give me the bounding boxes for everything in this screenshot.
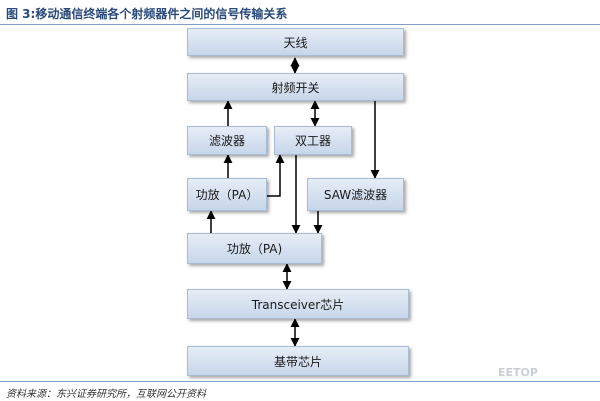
- node-saw-filter: SAW滤波器: [307, 178, 404, 211]
- node-transceiver: Transceiver芯片: [187, 289, 409, 319]
- node-pa-lower: 功放（PA): [187, 233, 322, 264]
- node-pa-upper: 功放（PA）: [187, 178, 267, 211]
- title-divider: [0, 24, 600, 25]
- footer-divider: [0, 381, 600, 382]
- node-filter: 滤波器: [187, 126, 267, 155]
- node-duplexer: 双工器: [274, 126, 352, 155]
- node-antenna: 天线: [187, 28, 404, 56]
- edge-pa-duplexer: [267, 154, 285, 197]
- node-rf-switch: 射频开关: [187, 73, 404, 101]
- watermark: EETOP: [498, 366, 538, 379]
- figure-title: 图 3:移动通信终端各个射频器件之间的信号传输关系: [6, 7, 288, 21]
- source-note: 资料来源：东兴证券研究所，互联网公开资料: [6, 389, 206, 400]
- node-baseband: 基带芯片: [187, 346, 409, 376]
- edge-saw-pa: [313, 209, 352, 234]
